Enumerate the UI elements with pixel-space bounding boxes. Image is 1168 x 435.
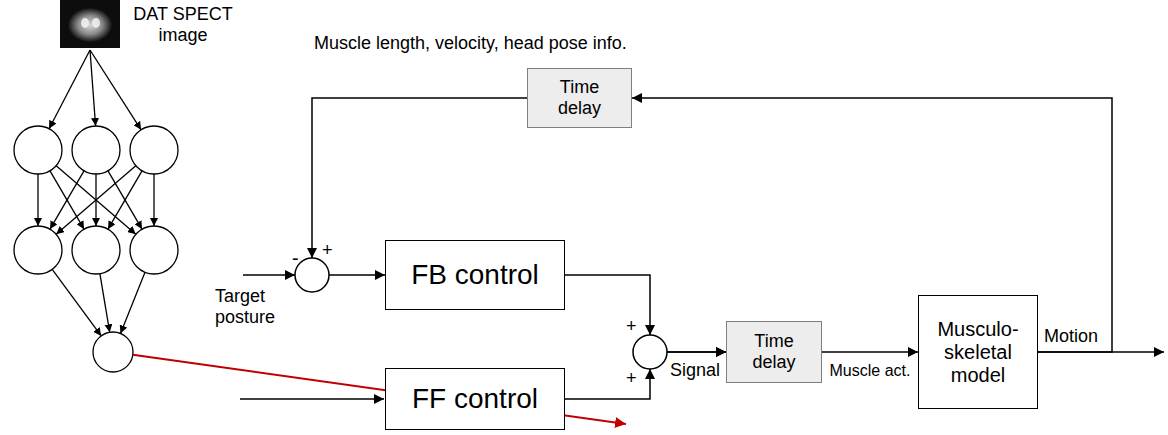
controller-box: FF control bbox=[385, 368, 565, 430]
network-link bbox=[100, 274, 110, 333]
ff-input-arrow bbox=[240, 398, 384, 400]
model-box: Musculo- skeletal model bbox=[918, 295, 1038, 409]
image-caption: DAT SPECT image bbox=[128, 4, 238, 45]
network-link bbox=[37, 174, 38, 226]
network-link bbox=[56, 166, 136, 235]
neuron bbox=[14, 226, 62, 274]
network-link bbox=[108, 171, 142, 229]
network-link bbox=[49, 50, 90, 129]
box-label: Musculo- skeletal model bbox=[937, 318, 1018, 387]
network-link bbox=[121, 272, 146, 333]
neuron bbox=[72, 126, 120, 174]
sign-label: - bbox=[292, 247, 299, 270]
signal-arrow bbox=[632, 98, 1112, 352]
signal-arrow bbox=[565, 275, 726, 352]
delay-box: Time delay bbox=[527, 68, 632, 128]
signal-name: Muscle length, velocity, head pose info. bbox=[314, 33, 627, 54]
network-link bbox=[50, 171, 84, 229]
sign-label: + bbox=[626, 368, 637, 389]
box-label: Time delay bbox=[752, 331, 795, 372]
signal-name: Muscle act. bbox=[830, 362, 911, 380]
input-label: Target posture bbox=[215, 286, 275, 327]
signal-name: Signal bbox=[670, 360, 720, 381]
spect-brain bbox=[68, 8, 112, 42]
controller-box: FB control bbox=[385, 240, 565, 310]
neuron bbox=[72, 226, 120, 274]
neuron bbox=[130, 226, 178, 274]
network-link bbox=[50, 171, 84, 229]
summing-junction bbox=[633, 335, 667, 369]
signal-arrow bbox=[565, 352, 726, 399]
box-label: FF control bbox=[412, 383, 538, 415]
network-link bbox=[90, 50, 141, 130]
spect-striatum bbox=[92, 18, 100, 28]
delay-box: Time delay bbox=[726, 321, 822, 383]
signal-name: Motion bbox=[1044, 326, 1098, 347]
box-label: FB control bbox=[411, 259, 539, 291]
spect-striatum bbox=[81, 18, 89, 28]
neuron bbox=[130, 126, 178, 174]
target-input-arrow bbox=[243, 274, 295, 276]
signal-arrow bbox=[822, 351, 918, 353]
spect-image bbox=[60, 0, 120, 48]
box-label: Time delay bbox=[558, 77, 601, 118]
summing-junction bbox=[295, 258, 329, 292]
network-neurons bbox=[14, 126, 178, 372]
output-neuron bbox=[93, 332, 133, 372]
network-link bbox=[108, 171, 142, 229]
spect-background bbox=[60, 0, 120, 48]
sign-label: + bbox=[626, 316, 637, 337]
neuron bbox=[14, 126, 62, 174]
network-link bbox=[56, 166, 136, 235]
junction-arrowheads bbox=[307, 248, 655, 379]
network-links bbox=[38, 50, 154, 336]
network-link bbox=[153, 174, 154, 226]
network-link bbox=[52, 269, 101, 336]
network-link bbox=[90, 50, 96, 126]
sign-label: + bbox=[322, 240, 333, 261]
